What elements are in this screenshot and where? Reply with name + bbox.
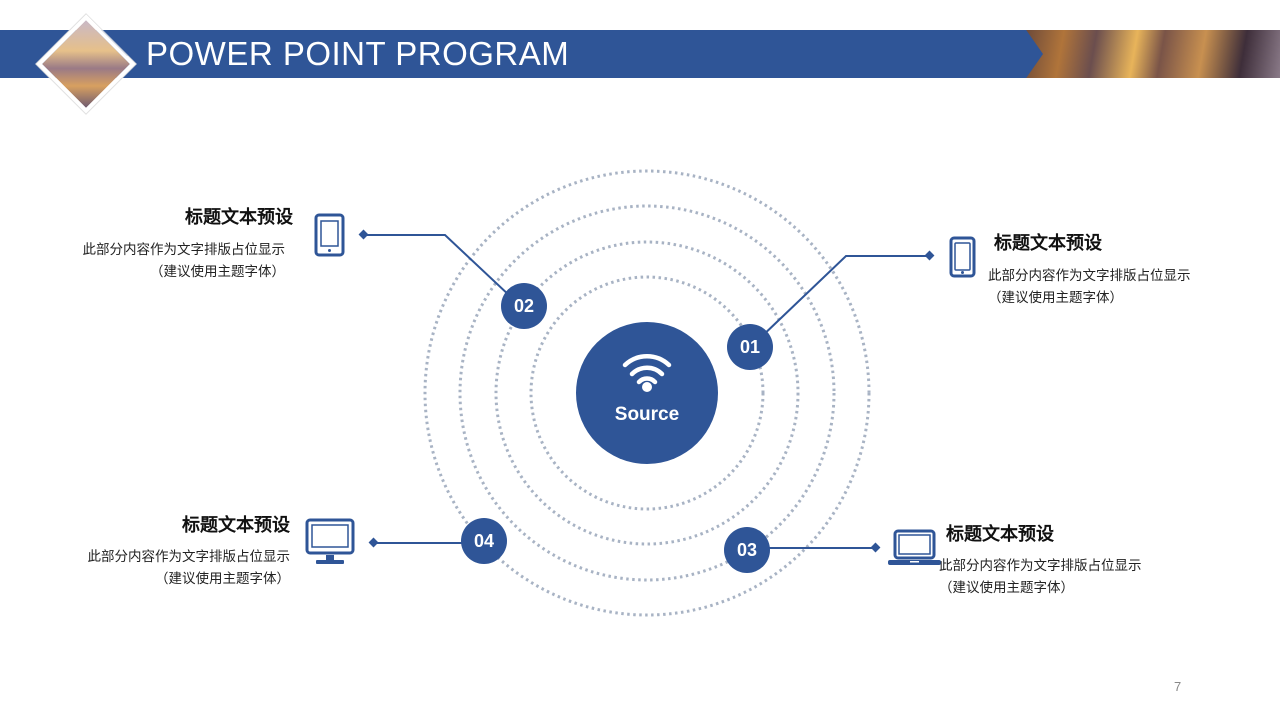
tablet-icon [314, 213, 345, 257]
ring-2 [494, 240, 800, 546]
item-03-desc-line2: （建议使用主题字体） [939, 580, 1074, 595]
ring-3 [458, 204, 836, 582]
smartphone-icon [949, 236, 976, 278]
monitor-icon [305, 518, 355, 564]
source-label: Source [614, 404, 680, 425]
item-01-title: 标题文本预设 [994, 233, 1102, 253]
connector-01 [757, 255, 930, 341]
ring-outer [423, 169, 871, 617]
connector-dot-01 [924, 250, 935, 261]
badge-04: 04 [461, 518, 507, 564]
banner-photo [1015, 30, 1280, 78]
item-01-desc-line1: 此部分内容作为文字排版占位显示 [988, 268, 1191, 283]
dotted-rings [423, 169, 871, 617]
connector-dot-03 [870, 542, 881, 553]
item-02-title: 标题文本预设 [185, 207, 293, 227]
connector-02 [364, 234, 513, 299]
item-02-desc-line1: 此部分内容作为文字排版占位显示 [82, 242, 286, 257]
badge-03: 03 [724, 527, 770, 573]
item-04-title: 标题文本预设 [182, 515, 290, 535]
page-number: 7 [1174, 679, 1182, 694]
item-04-desc-line1: 此部分内容作为文字排版占位显示 [87, 549, 291, 564]
item-03-desc-line1: 此部分内容作为文字排版占位显示 [939, 558, 1142, 573]
item-01-desc-line2: （建议使用主题字体） [988, 290, 1123, 305]
badge-02: 02 [501, 283, 547, 329]
item-04-desc-line2: （建议使用主题字体） [155, 571, 290, 586]
item-02-desc-line2: （建议使用主题字体） [150, 264, 285, 279]
title-banner [0, 30, 1040, 78]
source-node: Source [576, 322, 718, 464]
item-03-title: 标题文本预设 [946, 524, 1054, 544]
wifi-icon [622, 354, 672, 392]
ring-inner [529, 275, 765, 511]
laptop-icon [888, 529, 941, 565]
connector-dot-02 [358, 229, 369, 240]
connector-dot-04 [368, 537, 379, 548]
badge-01: 01 [727, 324, 773, 370]
page-title: POWER POINT PROGRAM [146, 35, 570, 72]
